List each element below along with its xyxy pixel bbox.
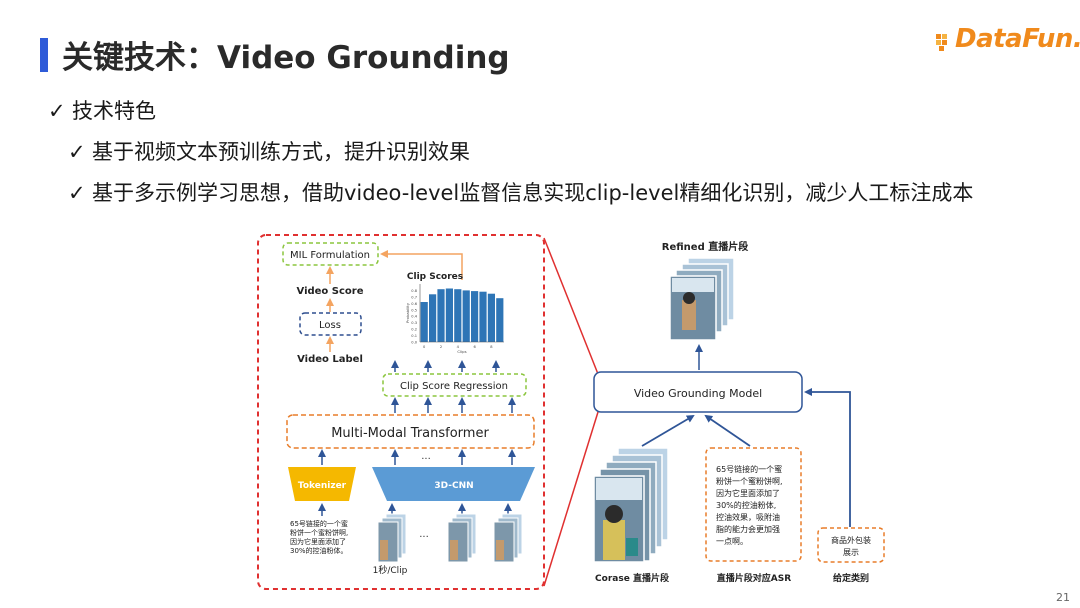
clip-caption: 1秒/Clip xyxy=(373,564,408,576)
chart-ytick: 0.6 xyxy=(411,302,417,306)
video-score-label: Video Score xyxy=(297,286,364,297)
clip-score-bar xyxy=(479,291,487,342)
chart-ytick: 0.1 xyxy=(411,334,417,338)
tokenizer-block xyxy=(288,467,356,501)
chart-ytick: 0.3 xyxy=(411,321,417,325)
coarse-label: Corase 直播片段 xyxy=(595,572,670,584)
datafun-logo: DataFun. xyxy=(955,24,1080,54)
asr-large-line: 因为它里面添加了 xyxy=(716,488,780,498)
arrows-regression-to-chart xyxy=(391,360,500,372)
clip-score-bar xyxy=(471,291,479,342)
title-accent-bar xyxy=(40,38,48,72)
dots-top: ··· xyxy=(421,454,431,465)
clip-score-bar xyxy=(454,289,462,342)
chart-ytick: 0.7 xyxy=(411,295,417,299)
asr-small-line: 因为它里面添加了 xyxy=(290,537,346,546)
chart-ytick: 0.0 xyxy=(411,341,417,345)
asr-large-line: 30%的控油粉体, xyxy=(716,500,776,510)
category-box xyxy=(817,527,885,563)
cnn3d-label: 3D-CNN xyxy=(434,481,473,491)
chart-xtick: 8 xyxy=(490,345,493,349)
asr-small-line: 30%的控油粉体。 xyxy=(290,546,348,555)
multimodal-transformer-box xyxy=(286,414,535,449)
video-grounding-model-box xyxy=(593,371,803,413)
page-number: 21 xyxy=(1056,591,1070,604)
cnn3d-block xyxy=(372,467,535,501)
chart-xtick: 2 xyxy=(440,345,442,349)
chart-ytick: 0.8 xyxy=(411,289,417,293)
chart-xlabel: Clips xyxy=(457,349,466,354)
multimodal-transformer-label: Multi-Modal Transformer xyxy=(331,426,489,441)
model-detail-frame xyxy=(257,234,545,590)
loss-label: Loss xyxy=(319,320,341,331)
tokenizer-label: Tokenizer xyxy=(298,481,347,491)
arrows-transformer-to-regression xyxy=(391,397,516,413)
clip-score-bar xyxy=(429,294,437,342)
asr-large-box xyxy=(705,447,802,562)
coarse-clip-stack xyxy=(593,447,669,563)
asr-small-line: 粉饼一个蜜粉饼啊, xyxy=(290,528,348,537)
clip-score-bar xyxy=(496,298,504,342)
asr-large-line: 一点啊。 xyxy=(716,537,748,546)
asr-large-line: 粉饼一个蜜粉饼啊, xyxy=(716,476,783,486)
chart-xtick: 0 xyxy=(423,345,426,349)
check-icon: ✓ xyxy=(68,140,86,164)
zoom-line-top xyxy=(543,237,599,375)
mil-formulation-label: MIL Formulation xyxy=(290,250,370,261)
video-label-label: Video Label xyxy=(297,354,363,365)
mil-formulation-box xyxy=(282,242,379,266)
clip-score-bar xyxy=(487,293,495,342)
refined-label: Refined 直播片段 xyxy=(662,240,748,253)
asr-large-line: 控油效果，吸附油 xyxy=(716,512,780,522)
clip-score-bar xyxy=(437,289,445,342)
chart-ylabel: Probability xyxy=(405,302,410,323)
chart-title: Clip Scores xyxy=(407,272,463,282)
chart-ytick: 0.4 xyxy=(411,315,417,319)
chart-xtick: 4 xyxy=(457,345,460,349)
bullet-features: ✓技术特色 xyxy=(48,95,156,125)
datafun-logo-icon xyxy=(936,34,947,51)
check-icon: ✓ xyxy=(48,99,66,123)
category-line: 商品外包装 xyxy=(831,535,871,545)
clip-score-bar xyxy=(445,288,453,342)
zoom-line-bottom xyxy=(543,411,599,587)
asr-large-line: 脂的能力会更加强 xyxy=(716,524,780,534)
arrows-clips-to-cnn xyxy=(388,503,512,516)
bullet-mil: ✓基于多示例学习思想，借助video-level监督信息实现clip-level… xyxy=(68,177,973,207)
video-grounding-model-label: Video Grounding Model xyxy=(634,387,762,400)
bullet-pretraining: ✓基于视频文本预训练方式，提升识别效果 xyxy=(68,136,470,166)
dots-clips: ··· xyxy=(419,532,429,543)
bullet-text: 技术特色 xyxy=(72,99,156,123)
arrows-encoders-to-transformer xyxy=(318,449,516,465)
arrow-clips-to-mil xyxy=(380,250,463,280)
bullet-text: 基于视频文本预训练方式，提升识别效果 xyxy=(92,140,470,164)
clip-score-regression-box xyxy=(382,373,527,397)
category-label: 给定类别 xyxy=(833,572,869,584)
clip-stack-2 xyxy=(447,513,477,563)
page-title: 关键技术：Video Grounding xyxy=(62,40,510,76)
check-icon: ✓ xyxy=(68,181,86,205)
asr-small-line: 65号链接的一个蜜 xyxy=(290,519,348,528)
chart-xtick: 6 xyxy=(473,345,476,349)
category-line: 展示 xyxy=(843,548,859,557)
loss-box xyxy=(299,312,362,336)
refined-clip-stack xyxy=(669,257,735,341)
bullet-text: 基于多示例学习思想，借助video-level监督信息实现clip-level精… xyxy=(92,181,974,205)
arrow-category-to-model xyxy=(804,388,851,527)
asr-large-line: 65号链接的一个蜜 xyxy=(716,464,782,474)
arrow-coarse-to-model xyxy=(641,414,695,447)
asr-label: 直播片段对应ASR xyxy=(717,572,791,584)
clip-score-bar xyxy=(420,302,428,342)
clip-score-bar xyxy=(462,290,470,342)
arrow-asr-to-model xyxy=(704,414,751,447)
clip-stack-1 xyxy=(377,513,407,563)
chart-ytick: 0.5 xyxy=(411,308,417,312)
clip-score-regression-label: Clip Score Regression xyxy=(400,381,508,392)
chart-ytick: 0.2 xyxy=(411,328,417,332)
clip-stack-3 xyxy=(493,513,523,563)
